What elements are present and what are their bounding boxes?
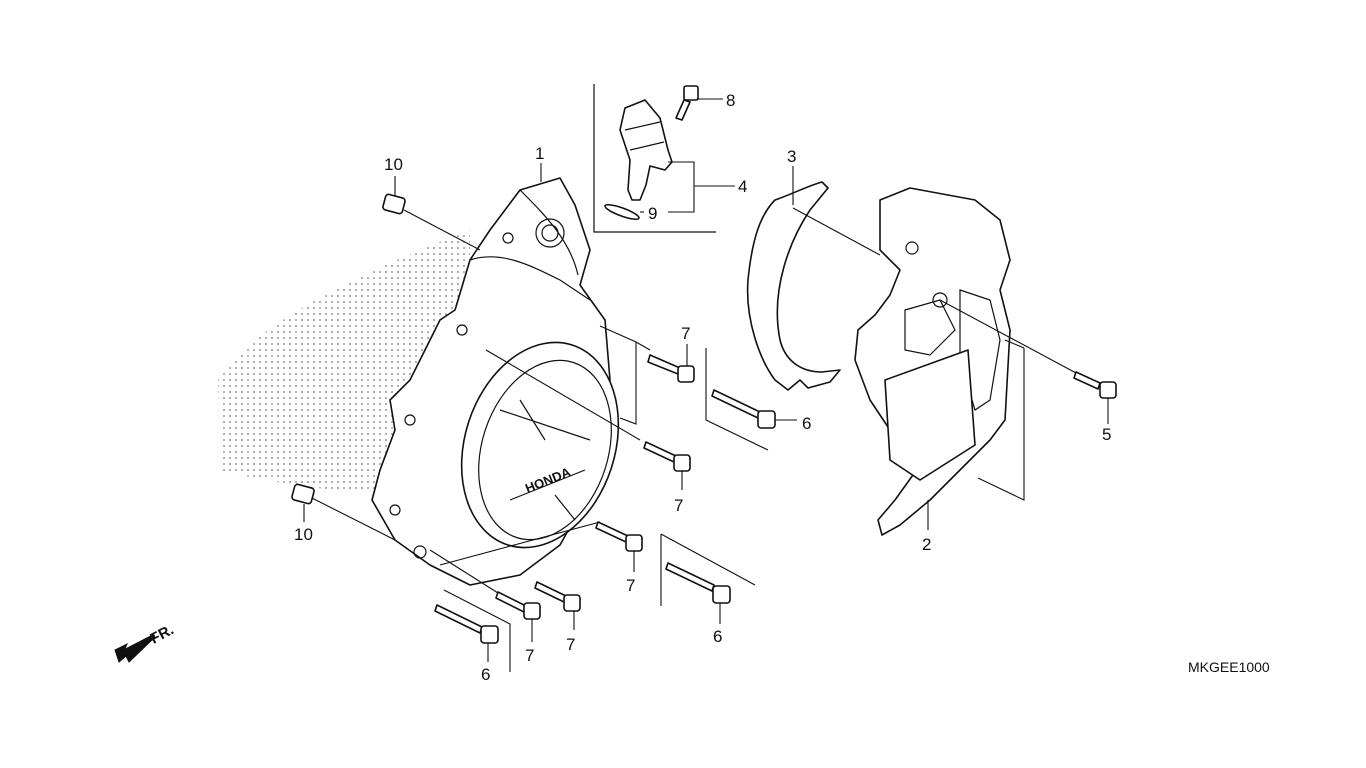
front-label: FR.	[147, 621, 176, 647]
callout-7-b: 7	[674, 496, 683, 515]
bolt-6-c	[434, 604, 499, 644]
front-direction-indicator: FR.	[114, 621, 177, 663]
sprocket-cover	[854, 187, 1011, 536]
dowel-pin-lower	[291, 483, 315, 505]
callout-8: 8	[726, 91, 735, 110]
callout-10-b: 10	[294, 525, 313, 544]
bolt-5	[1073, 371, 1117, 399]
bolt-7-e	[495, 591, 541, 620]
leader-lines	[303, 98, 1109, 672]
callout-labels: 1 2 3 4 5 6 6 6 7 7 7 7 7 8 9 10 10	[294, 91, 1111, 684]
speed-sensor	[619, 99, 673, 201]
bolt-7-b	[643, 441, 691, 472]
callout-6-a: 6	[802, 414, 811, 433]
callout-10-a: 10	[384, 155, 403, 174]
callout-7-d: 7	[566, 635, 575, 654]
callout-1: 1	[535, 144, 544, 163]
callout-7-a: 7	[681, 324, 690, 343]
bolt-7-c	[595, 521, 643, 552]
sensor-group-frame	[593, 84, 716, 233]
left-crankcase-cover: HONDA	[371, 177, 620, 586]
callout-6-c: 6	[481, 665, 490, 684]
callout-7-e: 7	[525, 646, 534, 665]
dowel-pin-upper	[382, 193, 406, 215]
callout-2: 2	[922, 535, 931, 554]
bolt-7-d	[534, 581, 581, 612]
sensor-bolt	[675, 85, 699, 121]
callout-5: 5	[1102, 425, 1111, 444]
diagram-code: MKGEE1000	[1188, 659, 1270, 675]
callout-3: 3	[787, 147, 796, 166]
callout-9: 9	[648, 204, 657, 223]
bolt-6-a	[711, 389, 776, 429]
callout-4: 4	[738, 177, 747, 196]
o-ring	[604, 203, 640, 221]
callout-7-c: 7	[626, 576, 635, 595]
bolt-6-b	[665, 562, 731, 604]
gasket	[746, 181, 841, 391]
bolt-7-a	[647, 354, 695, 383]
callout-6-b: 6	[713, 627, 722, 646]
